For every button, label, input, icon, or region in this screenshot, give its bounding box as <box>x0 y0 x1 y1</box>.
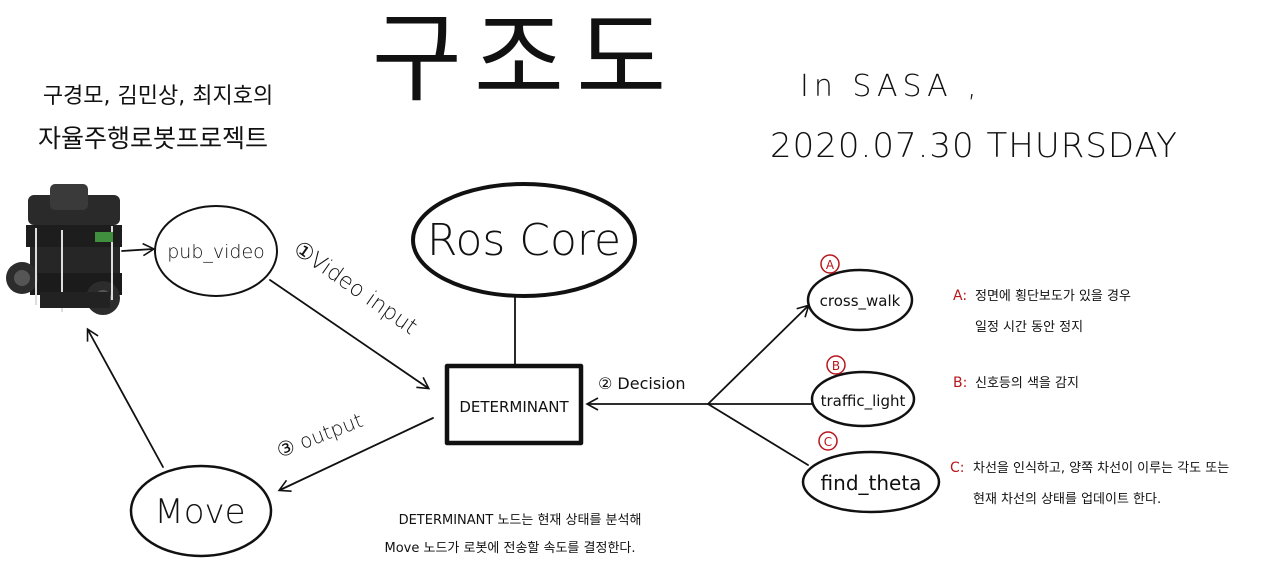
location-label: In SASA , <box>800 69 982 104</box>
marker-b: B <box>826 355 846 375</box>
decision-label: ② Decision <box>598 374 686 393</box>
note-c-line2: 현재 차선의 상태를 업데이트 한다. <box>973 492 1161 507</box>
traffic-light-node <box>810 370 916 428</box>
cross-walk-node <box>806 268 914 332</box>
note-a-line1: 정면에 횡단보도가 있을 경우 <box>975 289 1131 304</box>
diagram-title: 구조도 <box>372 2 678 116</box>
pub-video-to-determinant-arrow <box>269 279 431 390</box>
roscore-node <box>411 182 637 298</box>
decision-to-cross-walk-arrow <box>707 304 810 405</box>
note-a-line2: 일정 시간 동안 정지 <box>975 320 1083 335</box>
project-label: 자율주행로봇프로젝트 <box>38 124 268 153</box>
svg-text:B: B <box>832 359 840 373</box>
decision-to-find-theta-line <box>707 403 809 466</box>
determinant-label: DETERMINANT <box>459 398 569 416</box>
pub-video-label: pub_video <box>167 241 265 263</box>
date-label: 2020.07.30 THURSDAY <box>770 126 1178 166</box>
note-c-line1: 차선을 인식하고, 양쪽 차선이 이루는 각도 또는 <box>973 461 1229 476</box>
note-b-label: B: <box>953 375 967 391</box>
output-label: ③ output <box>273 408 366 463</box>
marker-c: C <box>818 431 838 451</box>
move-label: Move <box>154 492 245 532</box>
svg-text:A: A <box>826 258 835 272</box>
note-c-label: C: <box>950 460 965 476</box>
svg-text:C: C <box>824 435 832 449</box>
video-input-label: ①Video input <box>289 236 422 340</box>
roscore-label: Ros Core <box>427 215 621 266</box>
cross-walk-label: cross_walk <box>820 292 901 311</box>
robot-to-pub-video-arrow <box>121 242 156 257</box>
move-to-robot-arrow <box>86 327 164 468</box>
find-theta-node <box>801 450 941 514</box>
find-theta-label: find_theta <box>821 471 922 495</box>
note-b-line1: 신호등의 색을 감지 <box>975 376 1079 391</box>
determinant-note-line2: Move 노드가 로봇에 전송할 속도를 결정한다. <box>384 541 635 556</box>
determinant-to-move-arrow <box>277 417 434 492</box>
robot-image <box>6 184 122 315</box>
determinant-note-line1: DETERMINANT 노드는 현재 상태를 분석해 <box>399 513 642 528</box>
marker-a: A <box>820 254 840 274</box>
move-node <box>129 464 273 558</box>
traffic-light-label: traffic_light <box>821 392 906 411</box>
authors-label: 구경모, 김민상, 최지호의 <box>43 84 273 109</box>
determinant-node <box>444 363 584 446</box>
note-a-label: A: <box>953 288 967 304</box>
